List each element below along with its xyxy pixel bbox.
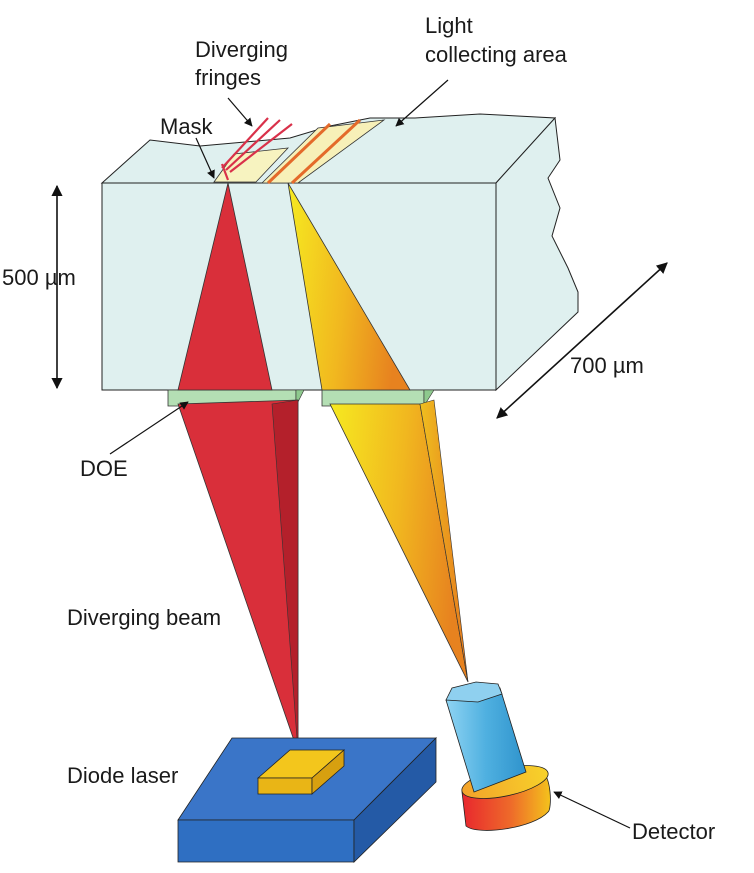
laser-beam: [177, 182, 299, 753]
detector-face: [445, 681, 503, 703]
light-collecting-strip: [261, 119, 386, 184]
label-light-1: Light: [425, 13, 473, 38]
collecting-strip-line-2: [290, 118, 362, 185]
laser-base-side: [353, 737, 437, 863]
doe-plates: [167, 389, 435, 408]
detector: [445, 681, 551, 831]
mask-leader: [195, 137, 215, 179]
diverging-fringe-lines: [220, 117, 293, 181]
laser-chip-front: [257, 777, 313, 795]
collecting-leader: [395, 79, 449, 127]
label-depth: 500 µm: [2, 265, 76, 290]
label-light-2: collecting area: [425, 42, 568, 67]
detector-leader: [553, 791, 631, 829]
width-dimension-arrow: [496, 262, 668, 419]
detector-body: [445, 687, 527, 793]
doe-leader: [109, 401, 189, 455]
label-mask: Mask: [160, 114, 214, 139]
label-diode-laser: Diode laser: [67, 763, 178, 788]
diode-laser: [177, 737, 437, 863]
laser-chip-side: [311, 749, 345, 795]
label-diverging-beam: Diverging beam: [67, 605, 221, 630]
label-diverging-fringes-2: fringes: [195, 65, 261, 90]
collected-light-cone: [287, 182, 469, 683]
label-diverging-fringes-1: Diverging: [195, 37, 288, 62]
label-doe: DOE: [80, 456, 128, 481]
label-width: 700 µm: [570, 353, 644, 378]
fringes-leader: [227, 97, 253, 127]
collecting-strip-line-1: [266, 122, 332, 185]
laser-base-front: [177, 819, 355, 863]
label-detector: Detector: [632, 819, 715, 844]
